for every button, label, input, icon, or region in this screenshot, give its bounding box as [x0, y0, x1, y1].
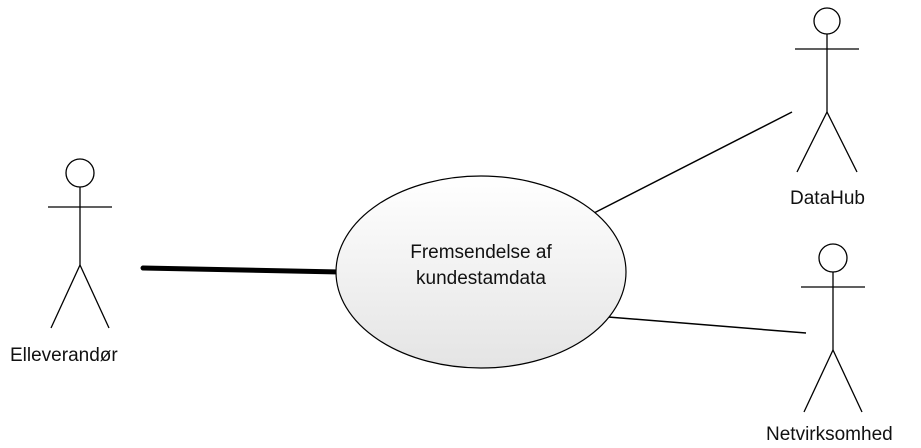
use-case-label-line1: Fremsendelse af	[410, 242, 552, 263]
actor-elleverandor-figure	[48, 158, 112, 329]
association-datahub	[593, 111, 793, 214]
association-elleverandor	[140, 265, 343, 275]
use-case-label-line2: kundestamdata	[416, 268, 546, 289]
use-case-label: Fremsendelse af kundestamdata	[336, 240, 626, 292]
actor-netvirksomhed-name: Netvirksomhed	[766, 424, 893, 445]
actor-netvirksomhed-figure	[801, 243, 865, 413]
use-case-ellipse	[335, 175, 627, 369]
actor-datahub-name: DataHub	[790, 188, 865, 209]
association-netvirksomhed	[607, 316, 807, 334]
actor-datahub-figure	[795, 7, 859, 173]
actor-elleverandor-name: Elleverandør	[10, 345, 118, 366]
